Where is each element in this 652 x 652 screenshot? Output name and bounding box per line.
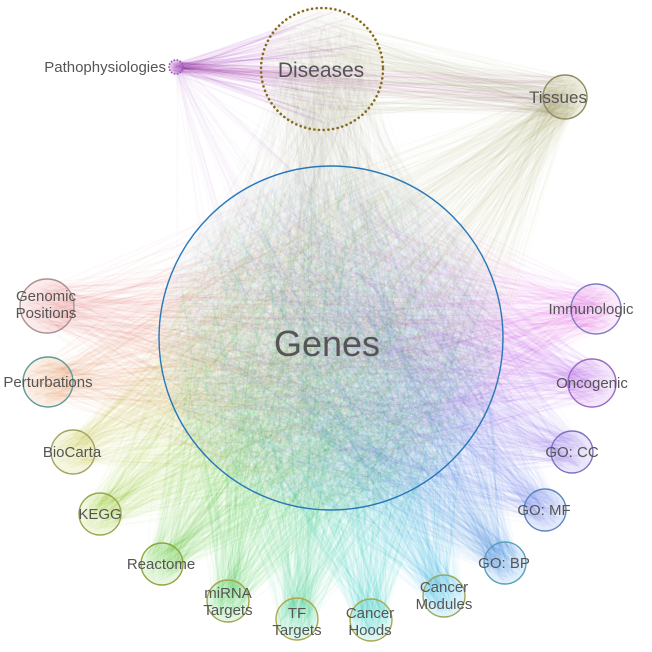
node-circle-go-bp[interactable]	[483, 541, 527, 585]
node-label-cancer-hoods: Cancer	[346, 605, 394, 622]
node-label-biocarta: BioCarta	[43, 444, 102, 461]
node-circle-reactome[interactable]	[140, 542, 184, 586]
node-label-immunologic: Immunologic	[548, 301, 634, 318]
node-label-cancer-modules: Cancer	[420, 579, 468, 596]
node-label-cancer-hoods: Hoods	[348, 622, 391, 639]
node-label-cancer-modules: Modules	[416, 596, 473, 613]
node-label-mirna-targets: miRNA	[204, 585, 252, 602]
node-label-tissues: Tissues	[529, 88, 587, 107]
node-circle-genomic-positions[interactable]	[19, 278, 75, 334]
node-circle-tf-targets[interactable]	[275, 597, 319, 641]
node-circle-perturbations[interactable]	[22, 356, 74, 408]
node-circle-go-mf[interactable]	[523, 488, 567, 532]
node-circle-diseases[interactable]	[259, 6, 385, 132]
node-circle-pathophysiologies[interactable]	[168, 59, 184, 75]
node-label-diseases: Diseases	[278, 59, 364, 82]
node-circle-cancer-hoods[interactable]	[349, 598, 393, 642]
node-label-oncogenic: Oncogenic	[556, 375, 628, 392]
node-circle-biocarta[interactable]	[50, 429, 96, 475]
node-label-reactome: Reactome	[127, 556, 195, 573]
node-label-genes: Genes	[274, 323, 380, 364]
node-label-mirna-targets: Targets	[203, 602, 252, 619]
node-circle-oncogenic[interactable]	[567, 358, 617, 408]
node-label-tf-targets: Targets	[272, 622, 321, 639]
node-circle-cancer-modules[interactable]	[422, 574, 466, 618]
node-label-pathophysiologies: Pathophysiologies	[44, 59, 166, 76]
node-circle-mirna-targets[interactable]	[206, 579, 250, 623]
node-label-go-mf: GO: MF	[517, 502, 570, 519]
node-label-kegg: KEGG	[78, 506, 121, 523]
node-label-genomic-positions: Positions	[16, 305, 77, 322]
node-circle-kegg[interactable]	[78, 492, 122, 536]
node-circle-genes[interactable]	[158, 165, 504, 511]
node-circle-tissues[interactable]	[542, 74, 588, 120]
node-label-genomic-positions: Genomic	[16, 288, 77, 305]
node-label-tf-targets: TF	[288, 605, 306, 622]
node-label-perturbations: Perturbations	[3, 374, 92, 391]
node-circle-go-cc[interactable]	[550, 430, 594, 474]
node-label-go-bp: GO: BP	[478, 555, 530, 572]
node-label-go-cc: GO: CC	[545, 444, 599, 461]
node-circle-immunologic[interactable]	[570, 283, 622, 335]
